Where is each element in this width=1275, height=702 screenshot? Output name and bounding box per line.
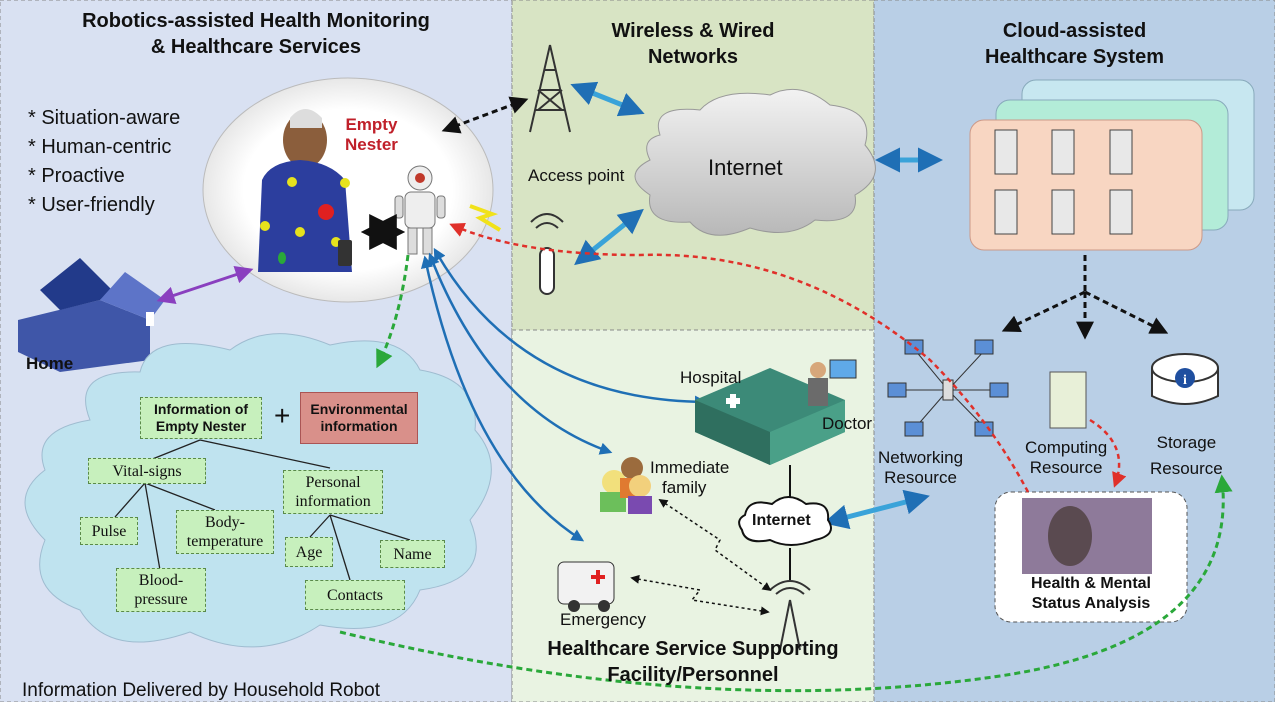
personal-info-box: Personal information: [283, 470, 383, 514]
facility-tower-icon: [769, 580, 811, 651]
feature-item: * Proactive: [28, 165, 125, 187]
blood-pressure-line1: Blood-: [138, 572, 184, 589]
wireless-bolt-icon: [469, 204, 502, 232]
info-empty-nester-box: Information of Empty Nester: [140, 397, 262, 439]
feature-list: * Situation-aware * Human-centric * Proa…: [28, 104, 180, 220]
svg-text:i: i: [1183, 373, 1187, 388]
networks-title-line2: Networks: [647, 46, 739, 68]
name-box: Name: [380, 540, 445, 568]
tower-icon: [529, 44, 571, 133]
personal-info-line1: Personal: [305, 474, 361, 491]
environmental-info-box: Environmental information: [300, 392, 418, 444]
immediate-family-label: Immediate family: [650, 458, 729, 498]
server-stack: [969, 119, 1203, 251]
computing-server-icon: [1049, 371, 1087, 429]
cloud-title-line2: Healthcare System: [985, 46, 1164, 68]
doctor-icon: [808, 359, 857, 406]
internet-label: Internet: [708, 155, 783, 180]
plus-sign: +: [274, 400, 291, 431]
storage-disk-icon: i: [1151, 353, 1219, 405]
robotics-title-line2: & Healthcare Services: [150, 36, 362, 58]
age-box: Age: [285, 537, 333, 567]
robotics-title-line1: Robotics-assisted Health Monitoring: [82, 10, 430, 32]
networking-resource-label-line1: Networking: [878, 448, 964, 467]
blood-pressure-line2: pressure: [134, 591, 188, 608]
info-empty-nester-line2: Empty Nester: [155, 418, 247, 434]
analysis-label: Health & Mental Status Analysis: [995, 574, 1187, 614]
analysis-label-line2: Status Analysis: [1031, 595, 1151, 612]
storage-resource-label-line1: Storage: [1156, 433, 1217, 452]
feature-item: * User-friendly: [28, 194, 155, 216]
access-point-label: Access point: [528, 166, 625, 185]
doctor-label: Doctor: [822, 414, 873, 433]
feature-item: * Human-centric: [28, 136, 172, 158]
networking-resource-label: Networking Resource: [878, 448, 963, 488]
empty-nester-label: Empty Nester: [345, 115, 398, 155]
immediate-family-label-line1: Immediate: [650, 458, 730, 477]
hospital-label: Hospital: [680, 368, 742, 387]
home-label: Home: [26, 354, 74, 373]
footer-caption: Information Delivered by Household Robot: [22, 680, 381, 701]
storage-resource-label-line2: Resource: [1150, 459, 1223, 478]
emergency-label: Emergency: [560, 610, 646, 629]
facility-title-line2: Facility/Personnel: [607, 664, 779, 686]
computing-resource-label-line1: Computing: [1025, 438, 1108, 457]
empty-nester-label-line1: Empty: [345, 115, 398, 134]
house-icon: [18, 258, 165, 372]
body-temperature-box: Body- temperature: [176, 510, 274, 554]
elder-figure: [258, 109, 352, 272]
networks-title-line1: Wireless & Wired: [611, 20, 775, 42]
environmental-info-line2: information: [320, 418, 398, 434]
pulse-box: Pulse: [80, 517, 138, 545]
home-link-arrow: [156, 266, 254, 304]
environmental-info-line1: Environmental: [310, 401, 408, 417]
info-empty-nester-line1: Information of: [153, 401, 249, 417]
internet-cloud: [634, 88, 876, 236]
server-icons: [994, 129, 1133, 235]
blood-pressure-box: Blood- pressure: [116, 568, 206, 612]
computing-resource-label-line2: Resource: [1029, 458, 1103, 477]
immediate-family-label-line2: family: [662, 478, 707, 497]
cloud-title-line1: Cloud-assisted: [1002, 20, 1147, 42]
analysis-label-line1: Health & Mental: [1030, 575, 1151, 592]
family-icon: [600, 457, 652, 514]
facility-internet-label: Internet: [752, 512, 811, 529]
info-tree-lines: [114, 439, 411, 581]
vital-signs-box: Vital-signs: [88, 458, 206, 484]
body-temperature-line1: Body-: [205, 514, 245, 531]
storage-resource-label: Storage Resource: [1150, 430, 1223, 482]
empty-nester-label-line2: Nester: [345, 135, 398, 154]
ambulance-icon: [557, 561, 615, 612]
personal-info-line2: information: [295, 493, 371, 510]
robot-figure: [394, 165, 446, 255]
hospital-building-icon: [695, 368, 845, 465]
feature-item: * Situation-aware: [28, 107, 181, 129]
facility-title-line1: Healthcare Service Supporting: [547, 638, 839, 660]
contacts-box: Contacts: [305, 580, 405, 610]
networking-resource-label-line2: Resource: [884, 468, 957, 487]
networking-topology-icon: [887, 339, 1009, 437]
computing-resource-label: Computing Resource: [1025, 438, 1107, 478]
body-temperature-line2: temperature: [186, 533, 264, 550]
